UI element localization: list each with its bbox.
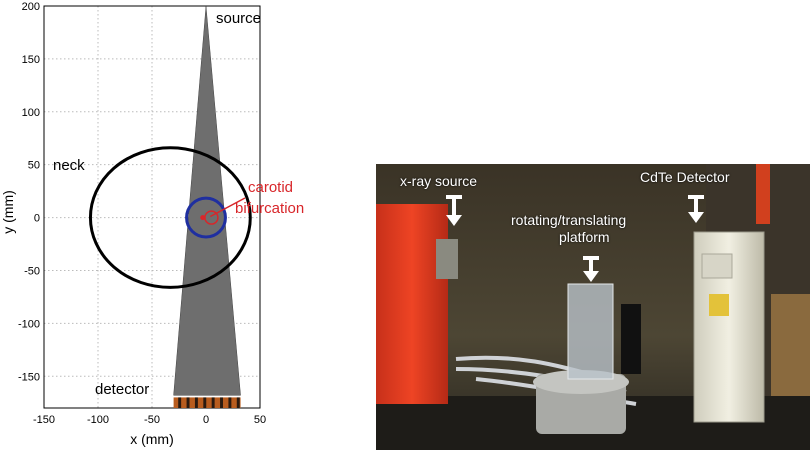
label-platform-line2: platform	[559, 229, 610, 245]
red-handle	[756, 164, 770, 224]
translation-stage	[621, 304, 641, 374]
annotation-bifurcation: bifurcation	[235, 200, 304, 217]
detector-element	[194, 397, 198, 408]
x-tick-label: -150	[33, 414, 55, 426]
y-axis-label: y (mm)	[0, 190, 16, 234]
xray-beam	[173, 5, 241, 396]
x-tick-label: 50	[254, 414, 266, 426]
detector-element	[186, 397, 190, 408]
sample-holder	[567, 283, 614, 380]
x-axis-label: x (mm)	[130, 431, 174, 447]
detector-warning-label	[709, 294, 729, 316]
carotid-arrow	[209, 197, 246, 218]
source-port	[436, 239, 458, 279]
label-xray-source: x-ray source	[400, 173, 478, 189]
neck-outline	[88, 146, 252, 289]
xray-source-housing	[376, 204, 448, 404]
y-tick-label: 0	[34, 213, 40, 225]
annotation-source: source	[216, 10, 261, 27]
y-tick-label: 200	[22, 1, 40, 13]
x-tick-label: -50	[144, 414, 160, 426]
detector-element	[203, 397, 207, 408]
y-tick-label: -50	[24, 265, 40, 277]
y-tick-label: -150	[18, 371, 40, 383]
y-tick-label: 100	[22, 107, 40, 119]
detector-element	[236, 397, 240, 408]
y-tick-label: 50	[28, 160, 40, 172]
label-platform-line1: rotating/translating	[511, 212, 627, 228]
setup-photo: x-ray source rotating/translating platfo…	[376, 164, 810, 450]
plot-frame	[43, 5, 261, 409]
detector-body	[173, 397, 241, 408]
axis-ticks: -150 -100 -50 0 50 -150 -100 -50 0 50 100 150 200	[18, 1, 266, 426]
detector-element	[178, 397, 182, 408]
annotation-detector: detector	[95, 381, 149, 398]
y-tick-label: 150	[22, 54, 40, 66]
setup-photo-drawing	[376, 164, 810, 450]
detector-strip	[173, 397, 241, 408]
vessel-circle	[185, 196, 227, 239]
detector-element	[228, 397, 232, 408]
annotation-neck: neck	[53, 157, 85, 174]
x-tick-label: -100	[87, 414, 109, 426]
arrow-detector	[688, 195, 704, 223]
label-cdte-detector: CdTe Detector	[640, 169, 730, 185]
carotid-dot	[200, 215, 206, 221]
detector-window	[701, 253, 733, 279]
annotation-carotid: carotid	[248, 179, 293, 196]
detector-element	[211, 397, 215, 408]
y-tick-label: -100	[18, 318, 40, 330]
detector-element	[220, 397, 223, 408]
geometry-plot: -150 -100 -50 0 50 -150 -100 -50 0 50 100 150 200 so…	[0, 1, 304, 447]
arrow-xray-source	[446, 195, 462, 226]
x-tick-label: 0	[203, 414, 209, 426]
arrow-platform	[583, 256, 599, 282]
